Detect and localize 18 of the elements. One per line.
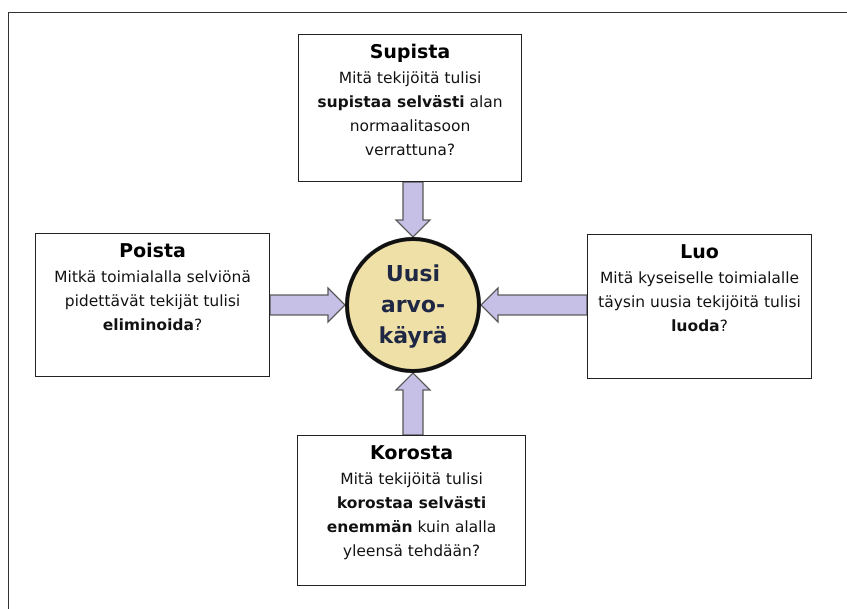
box-heading: Supista [370,41,450,63]
question-text: Mitkä toimialalla selviönä pidettävät tekijät tulisi eliminoida? [53,267,252,336]
box-heading: Korosta [370,442,454,464]
box-heading: Poista [119,240,186,262]
circle-label: Uusi arvo-käyrä [378,260,448,350]
block-arrow [394,181,432,238]
block-arrow [480,286,588,324]
question-box [35,233,270,377]
question-box [587,234,812,379]
question-text: Mitä tekijöitä tulisi korostaa selvästi enemmän kuin alalla yleensä tehdään? [326,469,498,562]
question-text: Mitä kyseiselle toimialalle täysin uusia tekijöitä tulisi luoda? [597,268,802,337]
value-curve-circle [345,237,481,373]
block-arrow [394,372,432,436]
question-box [298,34,522,182]
block-arrow [269,286,346,324]
question-box [297,435,526,586]
question-text: Mitä tekijöitä tulisi supistaa selvästi alan normaalitasoon verrattuna? [316,68,504,161]
box-heading: Luo [680,241,719,263]
